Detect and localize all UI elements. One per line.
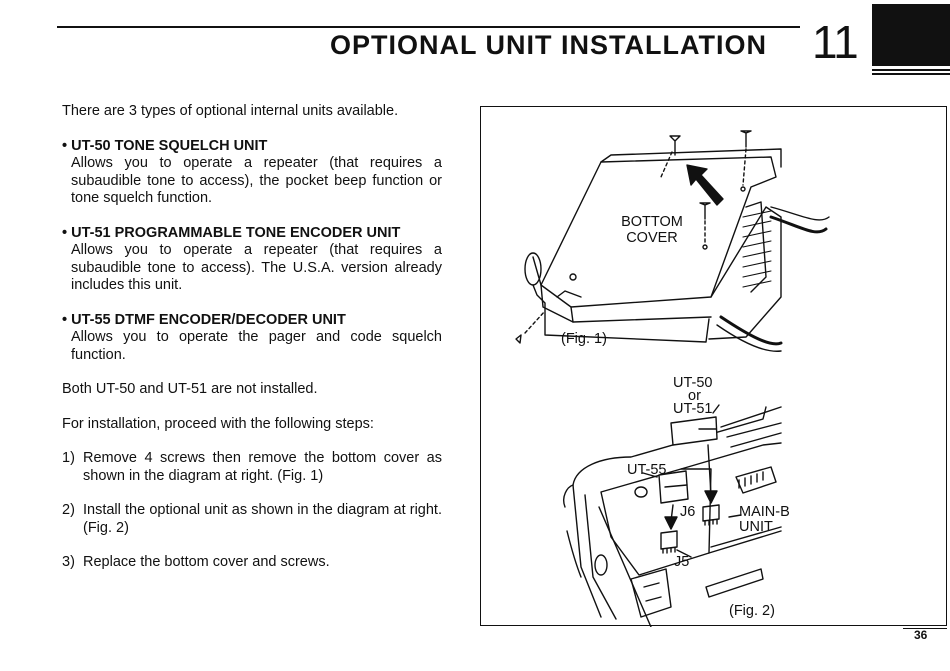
step-item: 3) Replace the bottom cover and screws. [62, 554, 442, 572]
bottom-cover-label: BOTTOM COVER [617, 214, 687, 246]
figure-box: BOTTOM COVER (Fig. 1) UT-50 or UT-51 UT-… [480, 106, 947, 627]
unit-label: UNIT [739, 519, 773, 535]
ut50-label: UT-50 [673, 375, 713, 391]
instructions-column: There are 3 types of optional internal u… [62, 103, 442, 589]
thumb-tab-rule [872, 73, 950, 75]
step-item: 1) Remove 4 screws then remove the botto… [62, 450, 442, 485]
unit-description: Allows you to operate the pager and code… [71, 329, 442, 363]
j5-label: J5 [674, 554, 690, 570]
step-item: 2) Install the optional unit as shown in… [62, 502, 442, 537]
page-number: 36 [914, 628, 928, 642]
fig2-caption: (Fig. 2) [729, 603, 775, 619]
bottom-cover-text: BOTTOM COVER [621, 214, 683, 246]
page-number-rule [903, 628, 947, 629]
radio-fig1-drawing [515, 130, 830, 352]
note-text: Both UT-50 and UT-51 are not installed. [62, 381, 318, 397]
steps-intro: For installation, proceed with the follo… [62, 415, 374, 432]
chapter-number: 11 [812, 16, 859, 68]
step-number: 1) [62, 450, 75, 466]
radio-fig2-drawing [563, 404, 782, 627]
main-b-label: MAIN-B [739, 504, 790, 520]
step-number: 3) [62, 554, 75, 570]
unit-title: • UT-55 DTMF ENCODER/DECODER UNIT [62, 311, 346, 328]
j6-label: J6 [680, 504, 696, 520]
unit-description: Allows you to operate a repeater (that r… [71, 155, 442, 206]
unit-description: Allows you to operate a repeater (that r… [71, 242, 442, 293]
or-label: or [688, 388, 701, 404]
step-text: Replace the bottom cover and screws. [83, 554, 330, 570]
page-title: OPTIONAL UNIT INSTALLATION [330, 30, 767, 60]
installation-illustration [515, 130, 830, 627]
fig1-caption: (Fig. 1) [561, 331, 607, 347]
thumb-tab-rule [872, 69, 950, 71]
ut55-label: UT-55 [627, 462, 667, 478]
header-rule [57, 26, 800, 28]
step-text: Install the optional unit as shown in th… [83, 502, 442, 536]
step-text: Remove 4 screws then remove the bottom c… [83, 450, 442, 484]
unit-title: • UT-51 PROGRAMMABLE TONE ENCODER UNIT [62, 224, 401, 241]
ut51-label: UT-51 [673, 401, 713, 417]
chapter-thumb-tab [872, 4, 950, 66]
step-number: 2) [62, 502, 75, 518]
intro-text: There are 3 types of optional internal u… [62, 103, 399, 119]
unit-title: • UT-50 TONE SQUELCH UNIT [62, 137, 268, 154]
